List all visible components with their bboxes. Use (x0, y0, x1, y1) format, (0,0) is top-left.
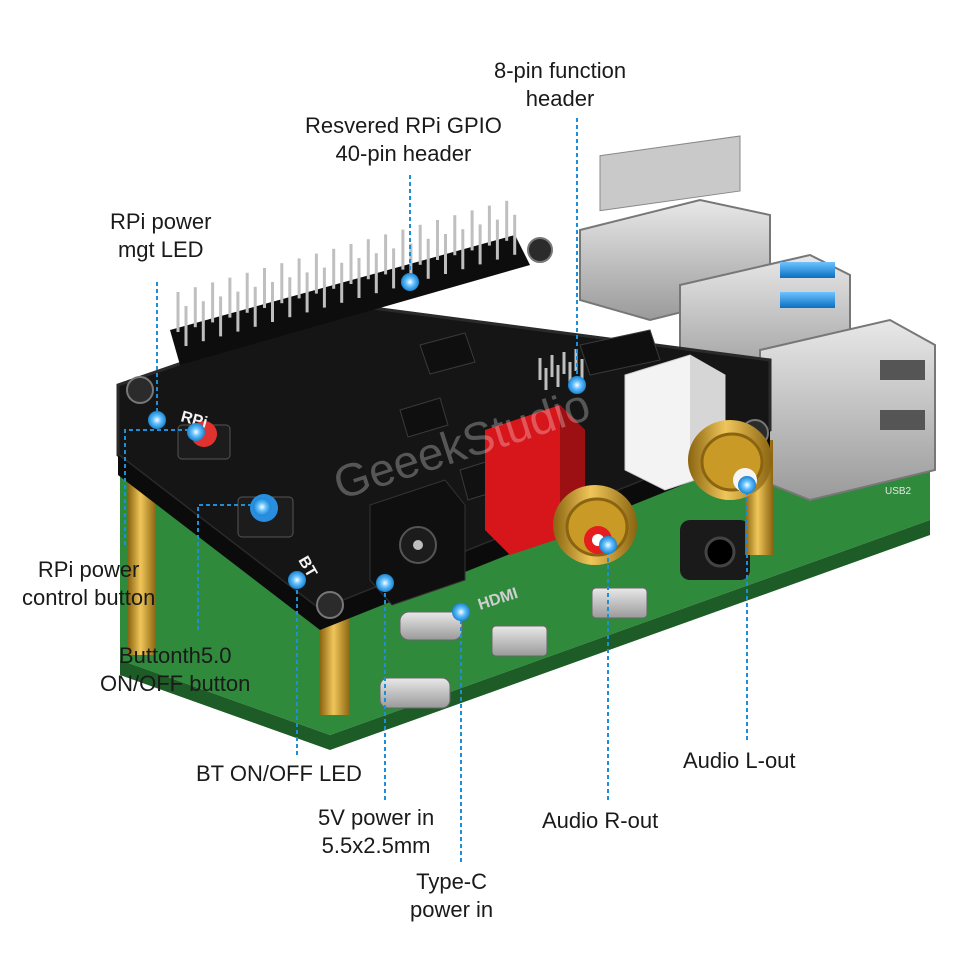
label-dc-power-line1: 5V power in (318, 805, 435, 830)
label-typec-power: Type-C power in (410, 868, 493, 924)
gpio-header-base (170, 235, 530, 365)
label-bt-button-line1: Buttonth5.0 (118, 643, 232, 668)
usb2-port: USB2 (759, 318, 936, 502)
rca-right-red (485, 405, 637, 565)
label-dc-power-line2: 5.5x2.5mm (321, 833, 431, 858)
label-power-led-line1: RPi power (110, 209, 212, 234)
label-audio-r: Audio R-out (542, 807, 658, 835)
dot-power-led (148, 411, 166, 429)
label-function-line1: 8-pin function (494, 58, 627, 83)
label-power-button-line2: control button (22, 585, 156, 610)
dot-bt-button (253, 498, 271, 516)
dot-power-button (187, 423, 205, 441)
dot-gpio (401, 273, 419, 291)
label-gpio-header: Resvered RPi GPIO 40-pin header (305, 112, 502, 168)
label-audio-l: Audio L-out (683, 747, 796, 775)
leader-lines (124, 118, 748, 862)
label-gpio-line2: 40-pin header (335, 141, 472, 166)
callout-dots (148, 273, 756, 621)
dot-typec (452, 603, 470, 621)
rpi-typec-port (379, 677, 451, 709)
gpio-40pin-header (170, 200, 530, 365)
label-power-led-line2: mgt LED (117, 237, 204, 262)
label-bt-button-line2: ON/OFF button (100, 671, 251, 696)
leader-power-button (124, 429, 196, 545)
dot-bt-led (288, 571, 306, 589)
label-bt-button: Buttonth5.0 ON/OFF button (100, 642, 250, 698)
ethernet-port (579, 135, 771, 322)
usb-marking: USB2 (885, 486, 912, 497)
label-gpio-line1: Resvered RPi GPIO (305, 113, 502, 138)
label-dc-power: 5V power in 5.5x2.5mm (318, 804, 434, 860)
hat-typec-port (399, 611, 463, 641)
label-audio-l-line1: Audio L-out (683, 748, 796, 773)
dot-dc-power (376, 574, 394, 592)
label-audio-r-line1: Audio R-out (542, 808, 659, 833)
label-power-button: RPi power control button (22, 556, 155, 612)
dot-audio-l (738, 476, 756, 494)
dc-barrel-jack (369, 479, 466, 606)
rpi-audio-jack (680, 520, 750, 580)
label-function-line2: header (525, 86, 595, 111)
label-typec-line1: Type-C (416, 869, 488, 894)
label-bt-led: BT ON/OFF LED (196, 760, 362, 788)
label-power-button-line1: RPi power (37, 557, 140, 582)
label-power-led: RPi power mgt LED (110, 208, 211, 264)
dot-audio-r (599, 536, 617, 554)
label-function-header: 8-pin function header (494, 57, 626, 113)
label-typec-line2: power in (410, 897, 494, 922)
dot-function-header (568, 376, 586, 394)
label-bt-led-line1: BT ON/OFF LED (196, 761, 362, 786)
rpi-micro-hdmi-ports (491, 587, 648, 657)
